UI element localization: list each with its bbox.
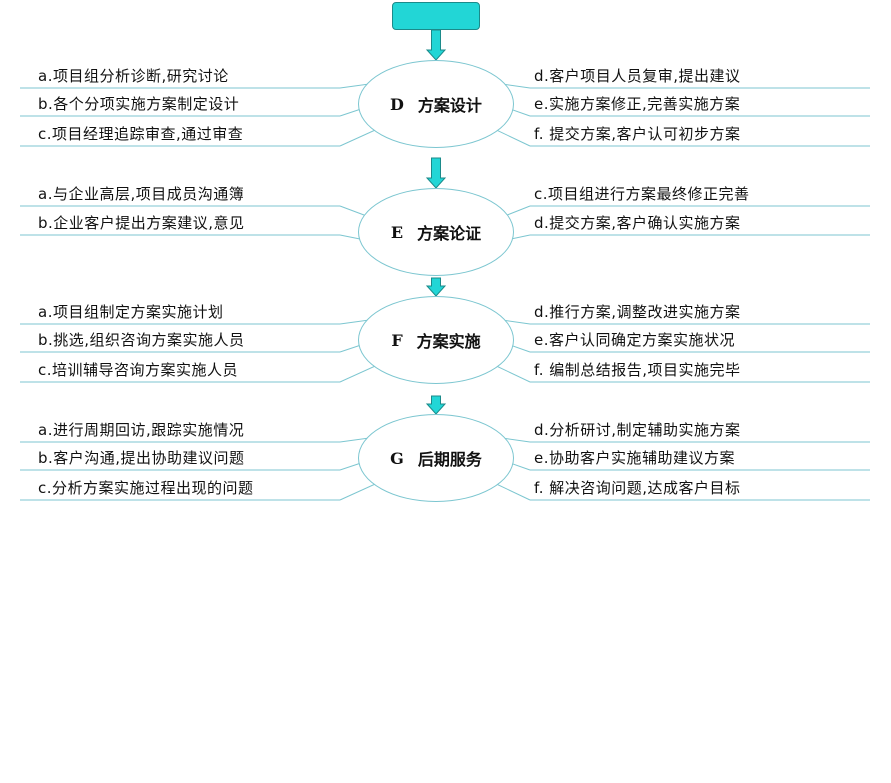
stage-circle-implementation: F 方案实施 (358, 296, 514, 384)
stage-circle-design: D 方案设计 (358, 60, 514, 148)
stage-title: 方案设计 (417, 96, 482, 115)
stage-item-right: e.协助客户实施辅助建议方案 (534, 449, 735, 467)
stage-item-left: a.与企业高层,项目成员沟通簿 (38, 185, 245, 203)
stage-title: 后期服务 (417, 450, 482, 469)
stage-item-left: c.分析方案实施过程出现的问题 (38, 479, 254, 497)
stage-item-right: e.客户认同确定方案实施状况 (534, 331, 735, 349)
stage-item-right: d.提交方案,客户确认实施方案 (534, 214, 741, 232)
stage-letter: G (390, 448, 404, 468)
stage-item-right: e.实施方案修正,完善实施方案 (534, 95, 741, 113)
stage-item-left: b.挑选,组织咨询方案实施人员 (38, 331, 245, 349)
stage-item-left: a.项目组制定方案实施计划 (38, 303, 224, 321)
stage-item-left: a.项目组分析诊断,研究讨论 (38, 67, 229, 85)
stage-item-left: b.企业客户提出方案建议,意见 (38, 214, 245, 232)
stage-title: 方案论证 (417, 224, 482, 243)
stage-circle-validation: E 方案论证 (358, 188, 514, 276)
stage-letter: E (390, 222, 404, 242)
down-arrow-icon (425, 277, 447, 297)
stage-item-left: b.客户沟通,提出协助建议问题 (38, 449, 245, 467)
down-arrow-icon (425, 395, 447, 415)
stage-item-left: c.项目经理追踪审查,通过审查 (38, 125, 244, 143)
down-arrow-icon (425, 29, 447, 61)
stage-item-right: f. 编制总结报告,项目实施完毕 (534, 361, 741, 379)
stage-item-left: c.培训辅导咨询方案实施人员 (38, 361, 239, 379)
stage-item-right: f. 提交方案,客户认可初步方案 (534, 125, 741, 143)
stage-circle-after-service: G 后期服务 (358, 414, 514, 502)
stage-item-right: d.客户项目人员复审,提出建议 (534, 67, 741, 85)
stage-title: 方案实施 (416, 332, 481, 351)
stage-item-left: b.各个分项实施方案制定设计 (38, 95, 240, 113)
top-box (392, 2, 480, 30)
stage-item-right: d.推行方案,调整改进实施方案 (534, 303, 741, 321)
down-arrow-icon (425, 157, 447, 189)
stage-item-right: d.分析研讨,制定辅助实施方案 (534, 421, 741, 439)
stage-letter: D (390, 94, 404, 114)
stage-item-right: f. 解决咨询问题,达成客户目标 (534, 479, 741, 497)
stage-item-right: c.项目组进行方案最终修正完善 (534, 185, 750, 203)
stage-item-left: a.进行周期回访,跟踪实施情况 (38, 421, 245, 439)
stage-letter: F (391, 330, 403, 350)
